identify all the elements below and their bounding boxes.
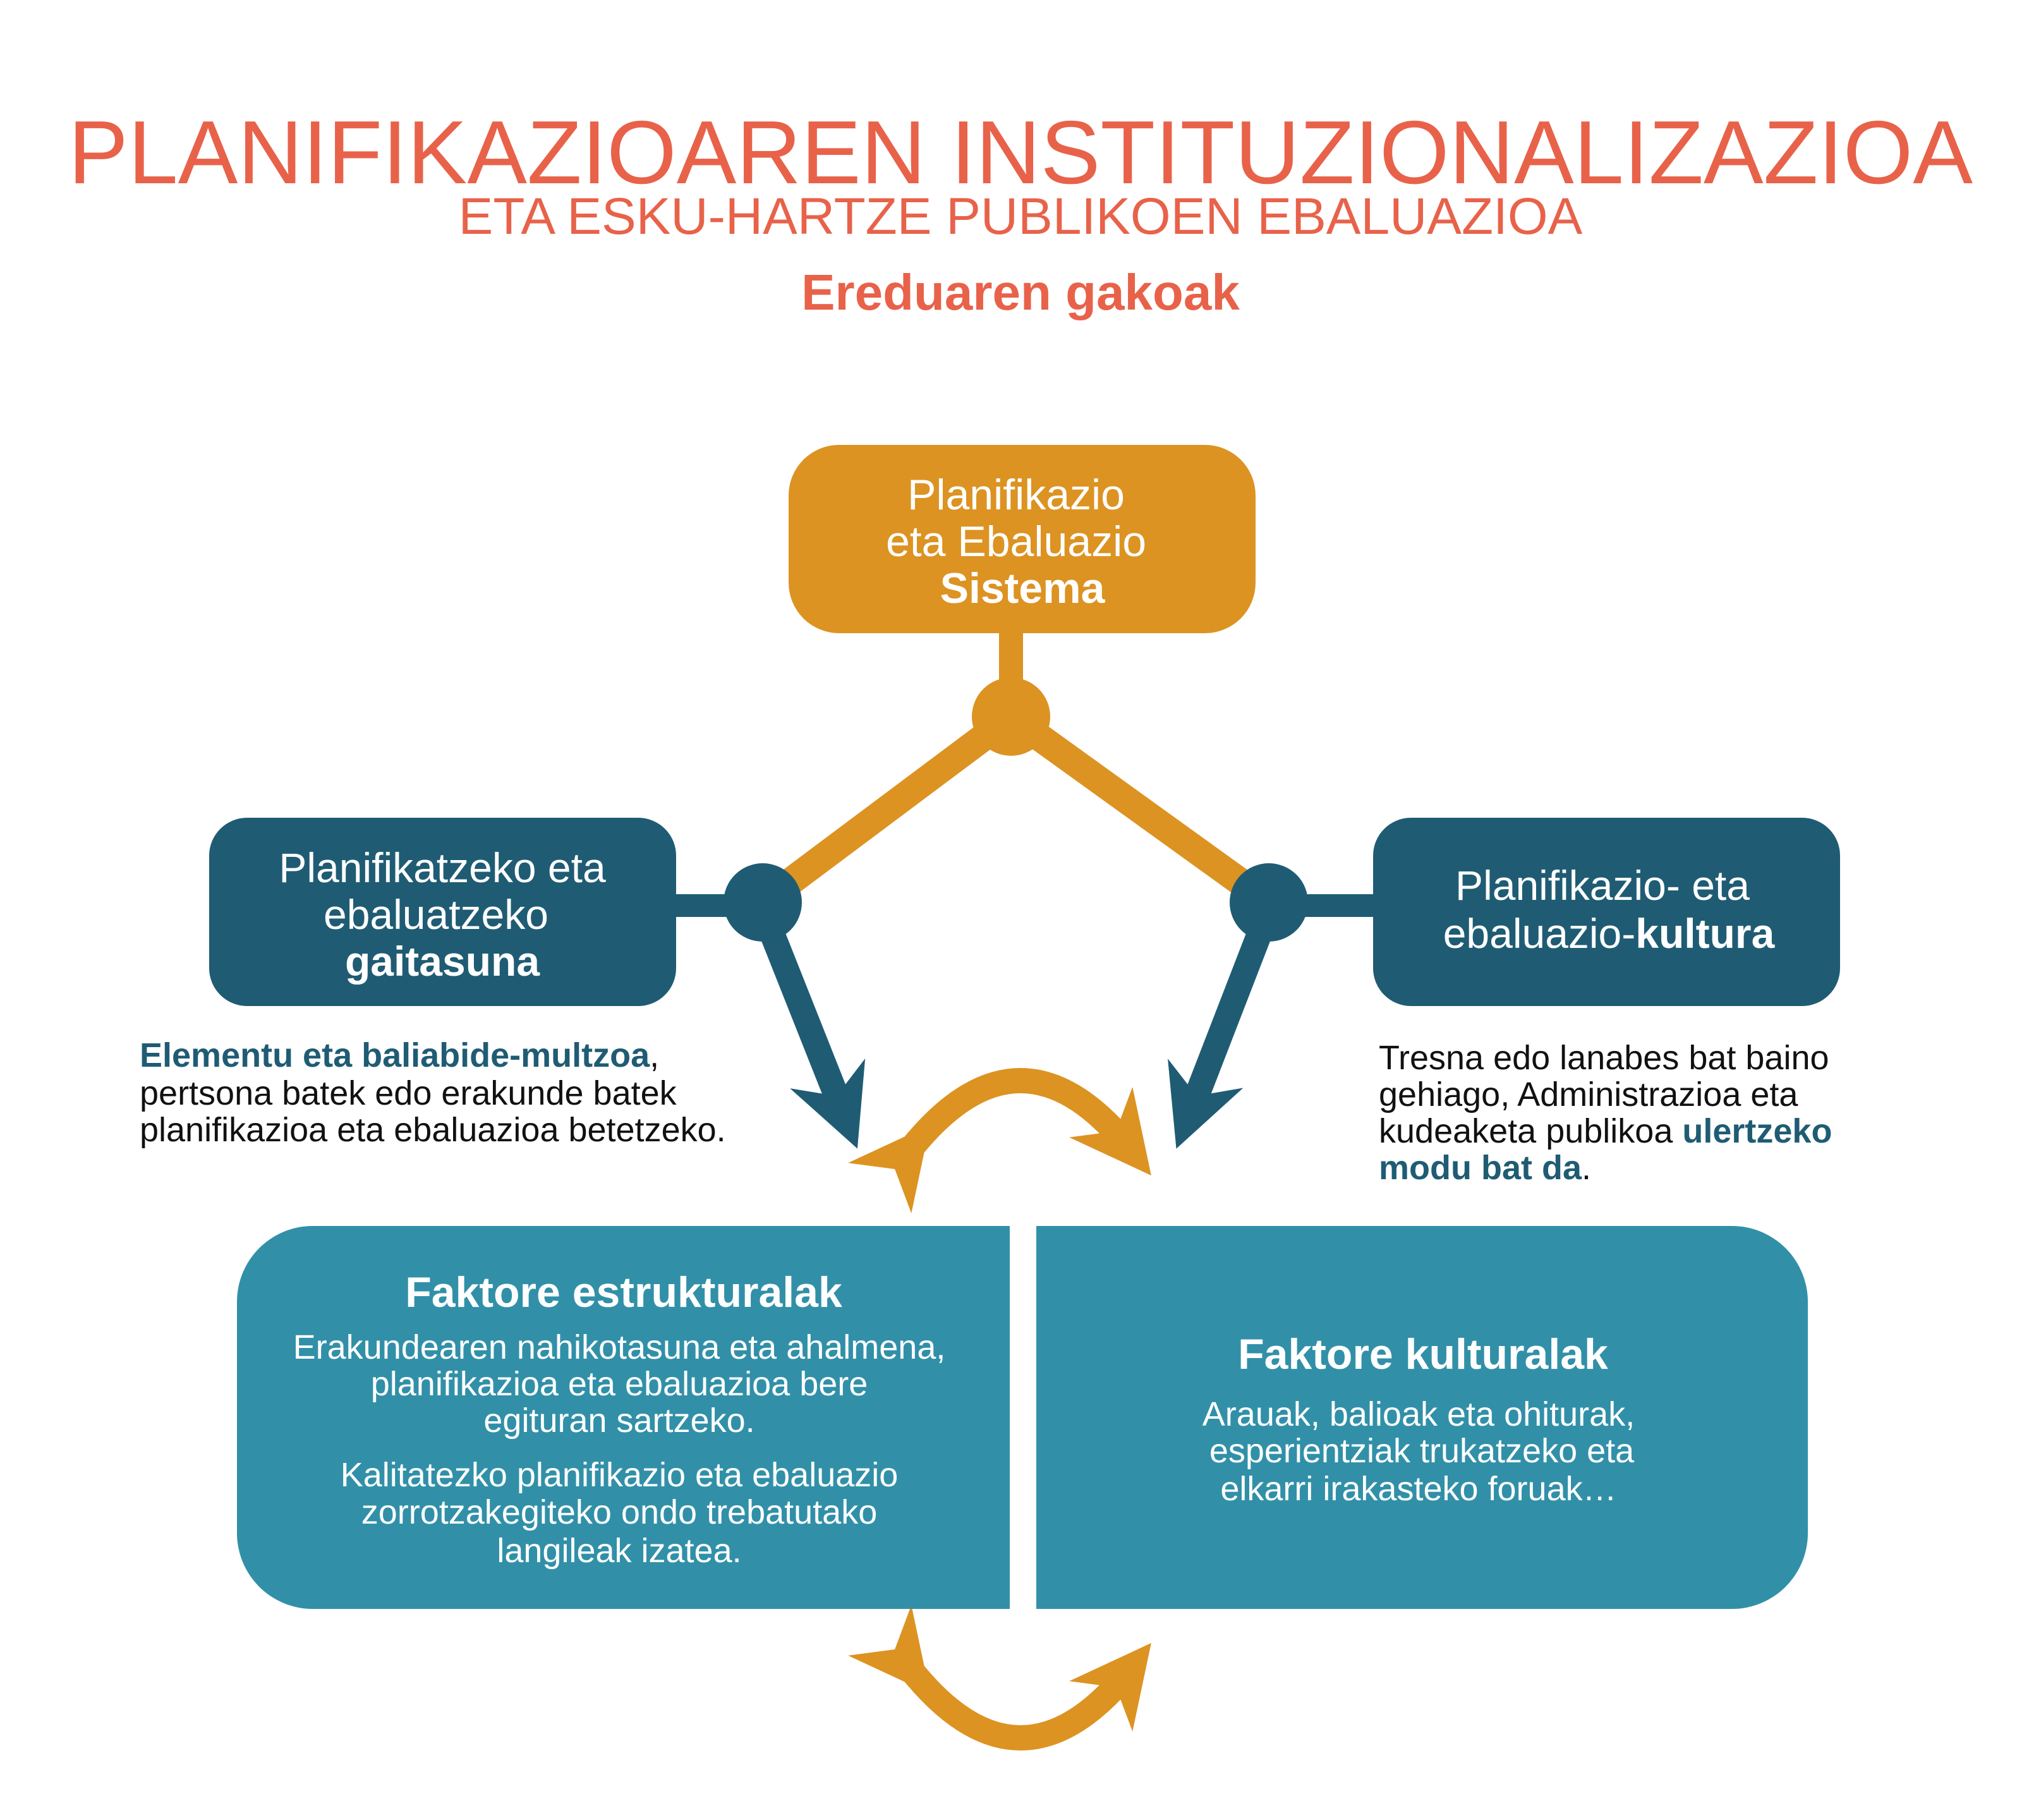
culture-desc-line1: Tresna edo lanabes bat baino: [1379, 1039, 1829, 1077]
culture-desc-line4: modu bat da.: [1379, 1149, 1591, 1187]
cultural-line: elkarri irakasteko foruak…: [1220, 1470, 1616, 1508]
structural-line: egituran sartzeko.: [483, 1402, 754, 1440]
capacity-desc-comma: ,: [650, 1036, 659, 1074]
cultural-heading: Faktore kulturalak: [1238, 1330, 1608, 1378]
cycle-arrow-bottom: [848, 1605, 1151, 1750]
cycle-arrow-top: [848, 1068, 1151, 1213]
system-box-line3: Sistema: [940, 564, 1106, 612]
factors-box: Faktore estrukturalak Erakundearen nahik…: [237, 1223, 1808, 1612]
structural-line: langileak izatea.: [497, 1532, 741, 1570]
main-title: PLANIFIKAZIOAREN INSTITUZIONALIZAZIOA: [68, 102, 1973, 203]
node-left: [724, 863, 802, 942]
capacity-box-line1: Planifikatzeko eta: [279, 844, 606, 891]
subtitle: ETA ESKU-HARTZE PUBLIKOEN EBALUAZIOA: [459, 188, 1583, 245]
culture-desc-line3: kudeaketa publikoa ulertzeko: [1379, 1112, 1832, 1150]
culture-description: Tresna edo lanabes bat baino gehiago, Ad…: [1379, 1039, 1832, 1187]
arrow-left-down: [756, 918, 866, 1149]
structural-line: Erakundearen nahikotasuna eta ahalmena,: [293, 1328, 946, 1366]
capacity-box-line2: ebaluatzeko: [324, 891, 548, 938]
culture-box-prefix: ebaluazio-: [1443, 910, 1636, 957]
culture-desc-prefix: kudeaketa publikoa: [1379, 1112, 1682, 1150]
orange-line-left: [754, 705, 1020, 914]
capacity-desc-line3: planifikazioa eta ebaluazioa betetzeko.: [140, 1111, 726, 1149]
capacity-desc-bold: Elementu eta baliabide-multzoa: [140, 1036, 650, 1074]
cultural-line: esperientziak trukatzeko eta: [1209, 1432, 1635, 1470]
node-right: [1230, 863, 1308, 942]
culture-desc-bold2: modu bat da: [1379, 1149, 1582, 1187]
node-center: [972, 677, 1050, 756]
capacity-description: Elementu eta baliabide-multzoa, pertsona…: [140, 1036, 726, 1149]
culture-desc-bold: ulertzeko: [1682, 1112, 1832, 1150]
capacity-desc-line1: Elementu eta baliabide-multzoa,: [140, 1036, 659, 1074]
arrow-right-down: [1168, 918, 1276, 1149]
cultural-line: Arauak, balioak eta ohiturak,: [1202, 1395, 1635, 1433]
divider: [1010, 1223, 1036, 1612]
capacity-desc-line2: pertsona batek edo erakunde batek: [140, 1074, 677, 1112]
culture-box-line2: ebaluazio-kultura: [1443, 910, 1776, 957]
culture-box: Planifikazio- eta ebaluazio-kultura: [1373, 818, 1840, 1006]
capacity-box: Planifikatzeko eta ebaluatzeko gaitasuna: [209, 818, 676, 1006]
connectors: [670, 626, 1378, 1750]
capacity-box-line3: gaitasuna: [345, 938, 540, 985]
structural-heading: Faktore estrukturalak: [405, 1268, 842, 1316]
section-heading: Ereduaren gakoak: [801, 264, 1240, 320]
system-box: Planifikazio eta Ebaluazio Sistema: [789, 445, 1256, 633]
culture-box-bold: kultura: [1635, 910, 1775, 957]
structural-line: Kalitatezko planifikazio eta ebaluazio: [341, 1456, 899, 1494]
culture-desc-line2: gehiago, Administrazioa eta: [1379, 1076, 1798, 1113]
culture-box-line1: Planifikazio- eta: [1455, 862, 1750, 909]
culture-desc-period: .: [1582, 1149, 1591, 1187]
orange-line-right: [1003, 705, 1277, 914]
structural-line: planifikazioa eta ebaluazioa bere: [371, 1365, 868, 1403]
system-box-line1: Planifikazio: [907, 471, 1125, 519]
system-box-line2: eta Ebaluazio: [886, 518, 1146, 566]
structural-line: zorrotzakegiteko ondo trebatutako: [361, 1493, 878, 1531]
